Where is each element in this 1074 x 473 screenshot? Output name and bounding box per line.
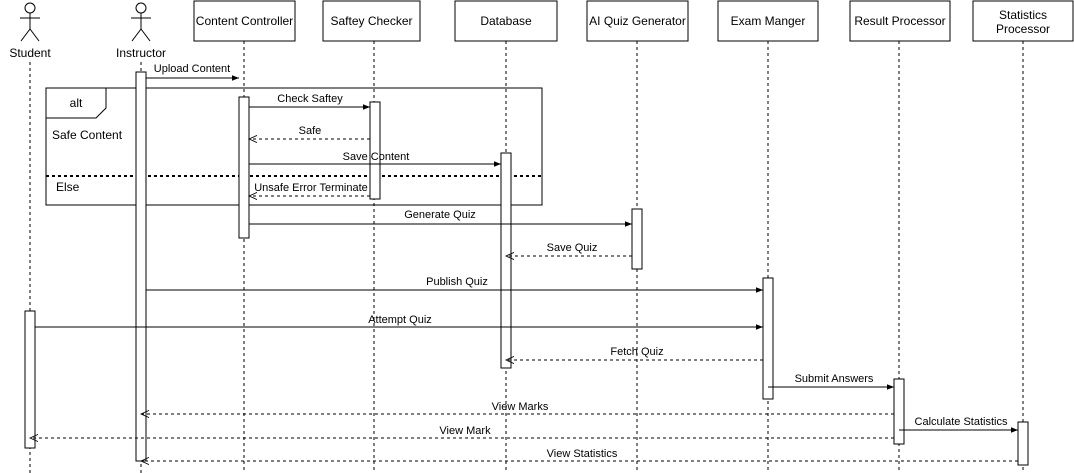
fragment-guard: Safe Content bbox=[52, 128, 123, 142]
participant-statistics-processor: Statistics Processor bbox=[972, 0, 1074, 42]
participant-safety-checker: Saftey Checker bbox=[322, 0, 421, 42]
participant-ai-quiz-generator: AI Quiz Generator bbox=[586, 0, 689, 42]
message-label: View Mark bbox=[439, 425, 491, 437]
activation-safety-checker bbox=[369, 101, 381, 200]
message-label: Upload Content bbox=[154, 63, 230, 75]
fragment-operator: alt bbox=[70, 96, 83, 110]
actor-label: Instructor bbox=[116, 46, 166, 60]
message-unsafe-error-terminate: Unsafe Error Terminate bbox=[249, 182, 370, 196]
message-label: View Statistics bbox=[547, 448, 618, 460]
actor-student: Student bbox=[9, 2, 51, 60]
actor-instructor: Instructor bbox=[116, 2, 166, 60]
participant-label: Saftey Checker bbox=[330, 14, 412, 28]
participant-label: AI Quiz Generator bbox=[589, 14, 686, 28]
message-label: Calculate Statistics bbox=[915, 416, 1008, 428]
message-label: Save Quiz bbox=[547, 242, 598, 254]
participant-result-processor: Result Processor bbox=[849, 0, 951, 42]
message-attempt-quiz: Attempt Quiz bbox=[35, 314, 763, 330]
message-label: Fetch Quiz bbox=[610, 346, 663, 358]
message-label: Publish Quiz bbox=[426, 276, 488, 288]
message-label: Unsafe Error Terminate bbox=[254, 182, 368, 194]
participant-database: Database bbox=[454, 0, 558, 42]
participant-exam-manager: Exam Manger bbox=[717, 0, 819, 42]
alt-fragment: alt Safe Content Else bbox=[45, 87, 543, 206]
message-fetch-quiz: Fetch Quiz bbox=[506, 346, 763, 360]
message-generate-quiz: Generate Quiz bbox=[249, 209, 632, 227]
actor-label: Student bbox=[9, 46, 51, 60]
message-view-mark: View Mark bbox=[30, 425, 894, 438]
activation-content-controller bbox=[238, 96, 250, 239]
activation-statistics-processor bbox=[1017, 421, 1029, 466]
activation-database bbox=[500, 152, 512, 369]
participant-label: Content Controller bbox=[196, 14, 293, 28]
activation-student bbox=[24, 310, 36, 449]
message-submit-answers: Submit Answers bbox=[768, 373, 894, 390]
participant-label: Result Processor bbox=[854, 14, 945, 28]
message-label: View Marks bbox=[492, 401, 549, 413]
activation-ai-quiz-generator bbox=[631, 208, 643, 270]
message-upload-content: Upload Content bbox=[146, 63, 239, 81]
message-view-statistics: View Statistics bbox=[141, 448, 1018, 461]
message-calculate-statistics: Calculate Statistics bbox=[899, 416, 1018, 433]
message-label: Check Saftey bbox=[277, 93, 343, 105]
message-publish-quiz: Publish Quiz bbox=[146, 276, 763, 293]
participant-label-line-1: Statistics bbox=[999, 8, 1047, 22]
message-label: Safe bbox=[299, 125, 322, 137]
message-label: Save Content bbox=[343, 151, 410, 163]
message-label: Generate Quiz bbox=[404, 209, 476, 221]
message-check-safety: Check Saftey bbox=[249, 93, 370, 110]
message-label: Attempt Quiz bbox=[368, 314, 432, 326]
fragment-else-label: Else bbox=[56, 180, 80, 194]
participant-label: Database bbox=[480, 14, 532, 28]
message-label: Submit Answers bbox=[795, 373, 874, 385]
message-safe: Safe bbox=[249, 125, 370, 139]
message-save-quiz: Save Quiz bbox=[506, 242, 632, 256]
participant-label: Exam Manger bbox=[731, 14, 806, 28]
message-view-marks: View Marks bbox=[141, 401, 894, 414]
message-save-content: Save Content bbox=[249, 151, 501, 167]
activation-exam-manager bbox=[762, 277, 774, 400]
activation-result-processor bbox=[893, 378, 905, 445]
participant-label-line-2: Processor bbox=[996, 22, 1050, 36]
participant-content-controller: Content Controller bbox=[193, 0, 296, 42]
activation-instructor bbox=[135, 71, 147, 462]
